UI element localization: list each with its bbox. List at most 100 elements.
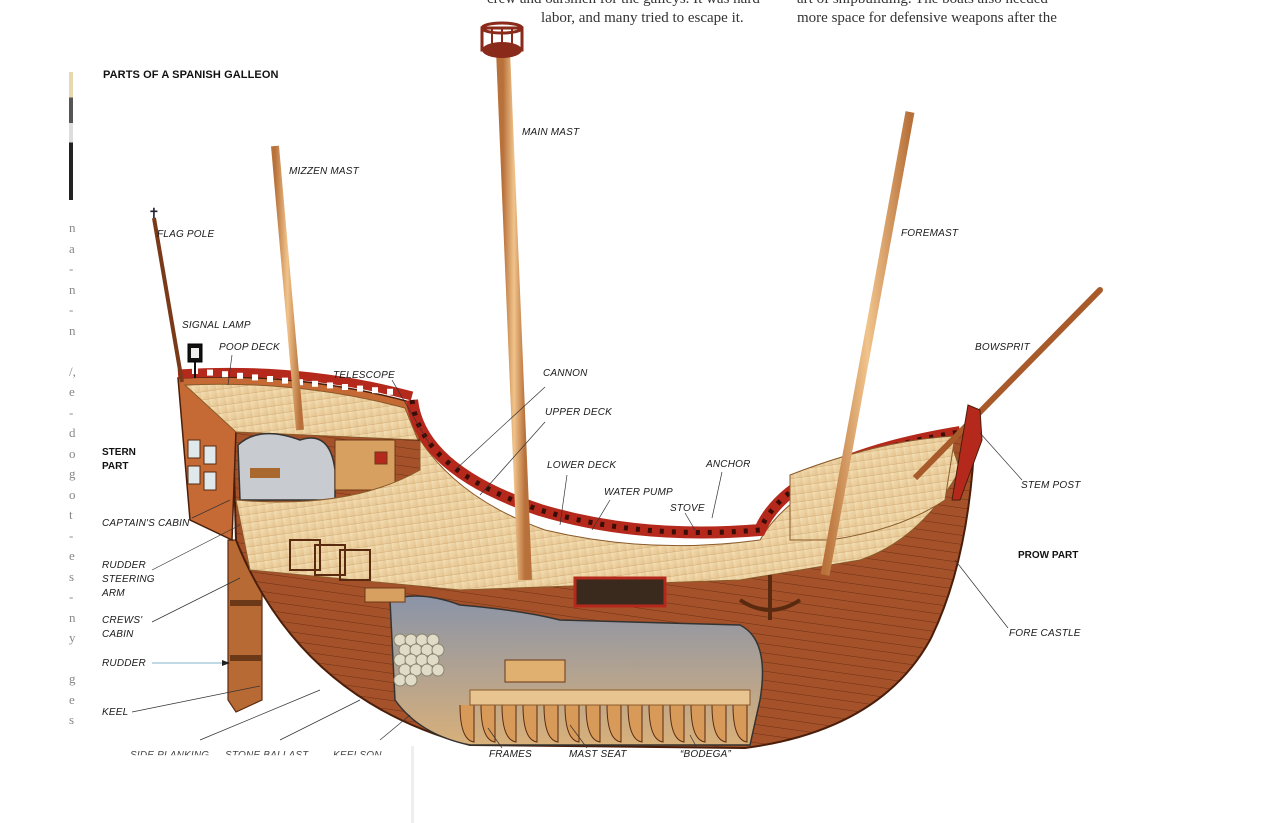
margin-char: s (69, 712, 75, 727)
deck-crate (364, 587, 406, 603)
cabin-building (334, 439, 396, 491)
label-main-mast: MAIN MAST (522, 127, 580, 138)
margin-char: n (69, 609, 76, 625)
margin-char: e (69, 548, 75, 563)
label-bowsprit: BOWSPRIT (975, 342, 1030, 353)
main-mast-shape (496, 49, 532, 581)
margin-char: - (69, 404, 74, 420)
rail-gap (312, 380, 318, 387)
margin-char: e (69, 691, 75, 707)
captains-cabin-cutaway (237, 432, 336, 501)
label-anchor: ANCHOR (706, 459, 751, 470)
label-mizzen-mast: MIZZEN MAST (289, 166, 359, 177)
leader-lines (131, 354, 1023, 749)
label-stem-post: STEM POST (1021, 480, 1081, 491)
frame-rib (606, 704, 622, 743)
rail-gap (282, 377, 288, 384)
frame-rib (648, 704, 664, 743)
margin-char: e (69, 384, 75, 399)
section-line: PART (102, 461, 129, 472)
crows-nest (480, 21, 524, 58)
label-side-planking: SIDE PLANKING (130, 750, 210, 761)
rudder-shape (227, 539, 263, 713)
ballast-stone (431, 663, 445, 677)
frame-rib (543, 704, 559, 743)
label-frames: FRAMES (489, 749, 532, 760)
anchor-shape (738, 575, 802, 620)
ballast-stone (404, 673, 418, 687)
label-water-pump: WATER PUMP (604, 487, 673, 498)
cargo-hatch (573, 576, 667, 608)
body-text-left: labor, and many tried to escape it. (541, 10, 744, 26)
label-telescope: TELESCOPE (333, 370, 395, 381)
hold-floor (469, 689, 751, 706)
label-rudder: RUDDER (102, 658, 146, 669)
section-prow-part: PROW PART (1018, 550, 1079, 561)
bowsprit-shape (912, 287, 1103, 481)
rail-gap (207, 369, 213, 376)
frame-rib (627, 704, 643, 743)
section-line: STERN (102, 447, 136, 458)
ballast-stone (420, 663, 434, 677)
body-text-right: more space for defensive weapons after t… (797, 10, 1057, 26)
margin-char: s (69, 568, 75, 584)
rail-gap (297, 379, 303, 386)
label-stone-ballast: STONE BALLAST (225, 750, 309, 761)
rail-gap (387, 388, 393, 395)
label-line: ARM (102, 588, 125, 599)
body-text-right-partial: art of shipbuilding. The boats also need… (797, 0, 1048, 9)
margin-char: g (69, 671, 76, 686)
frame-rib (522, 704, 538, 743)
rail-gap (327, 382, 333, 389)
margin-char: o (69, 445, 76, 461)
margin-char: o (69, 486, 76, 502)
rail-gap (237, 372, 243, 379)
ballast-stone (393, 673, 407, 687)
label-lower-deck: LOWER DECK (547, 460, 617, 471)
label-signal-lamp: SIGNAL LAMP (182, 320, 251, 331)
margin-char: a (69, 240, 75, 256)
frames-shape (459, 704, 748, 743)
label-bodega: “BODEGA” (680, 749, 732, 760)
margin-char: n (69, 220, 76, 235)
frame-rib (711, 704, 727, 743)
rail-gap (252, 374, 258, 381)
label-foremast: FOREMAST (901, 228, 959, 239)
svg-text:✝: ✝ (148, 206, 160, 222)
rail-gap (267, 376, 273, 382)
mizzen-mast-shape (271, 145, 304, 431)
margin-char: - (69, 527, 74, 543)
label-line: CREWS' (102, 615, 143, 626)
rail-gap (222, 371, 228, 378)
label-line: STEERING (102, 574, 155, 585)
stem-post-shape (951, 404, 983, 501)
label-upper-deck: UPPER DECK (545, 407, 613, 418)
label-poop-deck: POOP DECK (219, 342, 280, 353)
margin-char: n (69, 281, 76, 297)
rail-gap (342, 384, 348, 390)
crew-bunks (289, 539, 371, 581)
margin-char: n (69, 322, 76, 338)
label-line: CABIN (102, 629, 134, 640)
label-rudder-steering-arm: RUDDER STEERING ARM (102, 559, 155, 601)
body-text-left-partial: crew and oarsmen for the galleys. It was… (487, 0, 760, 9)
signal-lamp-shape (187, 343, 203, 378)
frame-rib (732, 704, 748, 743)
cabin-table (250, 468, 280, 478)
flag-pole-shape: ✝ (148, 206, 184, 383)
mast-seat-shape (504, 659, 566, 683)
margin-char: - (69, 261, 74, 276)
margin-char: - (69, 302, 74, 317)
frame-rib (459, 704, 475, 743)
frame-rib (501, 704, 517, 743)
frame-rib (690, 704, 706, 743)
margin-char: g (69, 466, 76, 481)
label-fore-castle: FORE CASTLE (1009, 628, 1081, 639)
section-stern-part: STERN PART (102, 446, 136, 474)
label-keel: KEEL (102, 707, 129, 718)
frame-rib (669, 704, 685, 743)
label-stove: STOVE (670, 503, 705, 514)
rail-gap (357, 385, 363, 392)
label-flag-pole: FLAG POLE (157, 229, 215, 240)
frame-rib (585, 704, 601, 743)
